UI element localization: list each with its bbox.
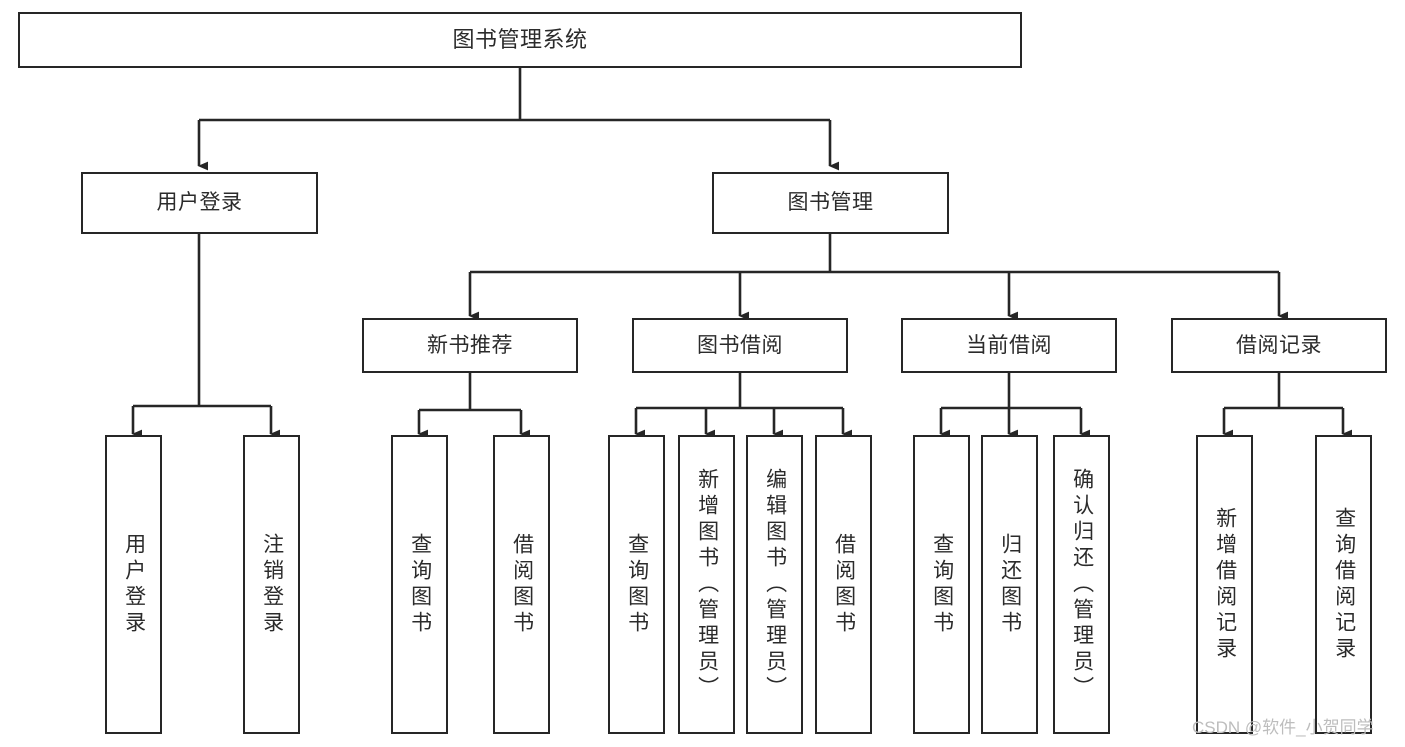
node-label: 用户登录 — [122, 532, 146, 637]
node-leaf-query-book-1[interactable]: 查询图书 — [391, 435, 448, 734]
watermark-csdn: CSDN @软件_小贺同学 — [1192, 718, 1374, 737]
node-leaf-user-login[interactable]: 用户登录 — [105, 435, 162, 734]
node-label: 确认归还（管理员） — [1070, 467, 1094, 702]
node-book-borrow[interactable]: 图书借阅 — [632, 318, 848, 373]
node-label: 用户登录 — [156, 191, 243, 215]
node-label: 当前借阅 — [966, 333, 1052, 357]
node-leaf-query-borrow-record[interactable]: 查询借阅记录 — [1315, 435, 1372, 734]
node-label: 查询图书 — [930, 532, 954, 637]
node-leaf-edit-book-admin[interactable]: 编辑图书（管理员） — [746, 435, 803, 734]
node-label: 借阅记录 — [1236, 333, 1322, 357]
node-label: 编辑图书（管理员） — [763, 467, 787, 702]
node-leaf-confirm-return-admin[interactable]: 确认归还（管理员） — [1053, 435, 1110, 734]
node-label: 图书借阅 — [697, 333, 783, 357]
node-leaf-logout-login[interactable]: 注销登录 — [243, 435, 300, 734]
node-current-borrow[interactable]: 当前借阅 — [901, 318, 1117, 373]
node-label: 图书管理 — [787, 191, 874, 215]
node-leaf-add-borrow-record[interactable]: 新增借阅记录 — [1196, 435, 1253, 734]
node-root-book-management-system[interactable]: 图书管理系统 — [18, 12, 1022, 68]
node-label: 注销登录 — [260, 532, 284, 637]
node-new-book-recommend[interactable]: 新书推荐 — [362, 318, 578, 373]
node-user-login[interactable]: 用户登录 — [81, 172, 318, 234]
node-borrow-record[interactable]: 借阅记录 — [1171, 318, 1387, 373]
node-label: 查询图书 — [625, 532, 649, 637]
node-leaf-borrow-book-2[interactable]: 借阅图书 — [815, 435, 872, 734]
node-label: 归还图书 — [998, 532, 1022, 637]
node-leaf-query-book-2[interactable]: 查询图书 — [608, 435, 665, 734]
node-label: 借阅图书 — [510, 532, 534, 637]
node-leaf-borrow-book-1[interactable]: 借阅图书 — [493, 435, 550, 734]
node-label: 查询图书 — [408, 532, 432, 637]
node-label: 借阅图书 — [832, 532, 856, 637]
node-leaf-add-book-admin[interactable]: 新增图书（管理员） — [678, 435, 735, 734]
node-label: 新增借阅记录 — [1213, 506, 1237, 663]
node-leaf-query-book-3[interactable]: 查询图书 — [913, 435, 970, 734]
node-book-management[interactable]: 图书管理 — [712, 172, 949, 234]
node-label: 查询借阅记录 — [1332, 506, 1356, 663]
node-label: 图书管理系统 — [452, 27, 588, 53]
node-label: 新增图书（管理员） — [695, 467, 719, 702]
node-leaf-return-book[interactable]: 归还图书 — [981, 435, 1038, 734]
node-label: 新书推荐 — [427, 333, 513, 357]
